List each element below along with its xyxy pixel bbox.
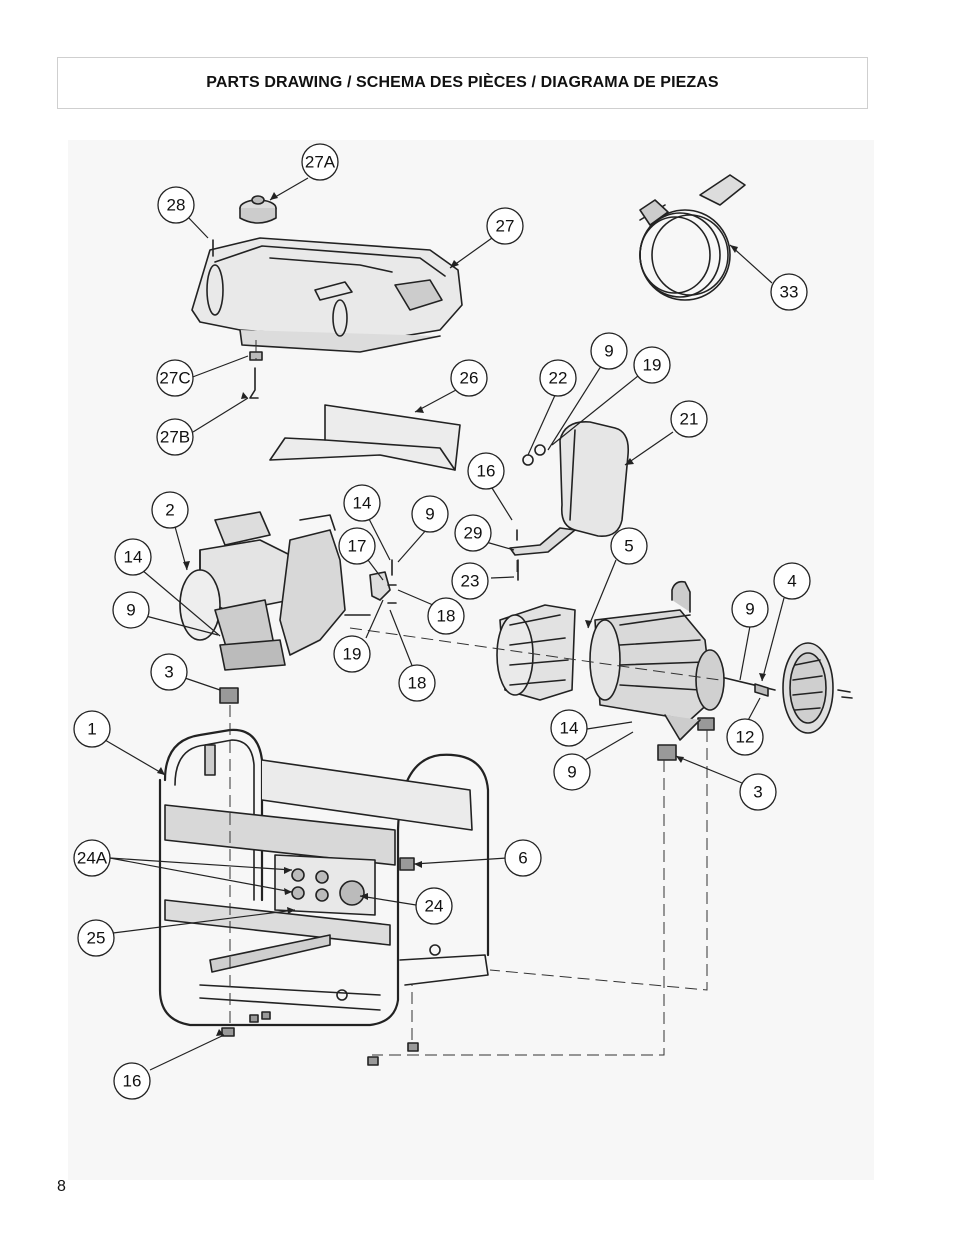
svg-text:24: 24 [425, 897, 444, 916]
svg-text:27C: 27C [159, 369, 190, 388]
svg-text:28: 28 [167, 196, 186, 215]
callout-6: 6 [504, 839, 542, 877]
svg-text:18: 18 [437, 607, 456, 626]
svg-text:19: 19 [643, 356, 662, 375]
callout-24A: 24A [73, 839, 111, 877]
callout-17: 17 [338, 527, 376, 565]
svg-text:16: 16 [123, 1072, 142, 1091]
svg-text:9: 9 [604, 342, 613, 361]
power-cord-part [639, 174, 746, 301]
rubber-mount-part [657, 744, 677, 761]
rubber-mount-part [697, 717, 715, 731]
svg-text:3: 3 [753, 783, 762, 802]
callout-1: 1 [73, 710, 111, 748]
svg-text:27A: 27A [305, 153, 336, 172]
svg-text:27B: 27B [160, 428, 190, 447]
svg-text:27: 27 [496, 217, 515, 236]
callout-27B: 27B [156, 418, 194, 456]
muffler-part [522, 421, 630, 537]
callout-27A: 27A [301, 143, 339, 181]
callout-27: 27 [486, 207, 524, 245]
svg-text:2: 2 [165, 501, 174, 520]
svg-text:18: 18 [408, 674, 427, 693]
muffler-bracket-part [509, 527, 576, 556]
callout-14: 14 [343, 484, 381, 522]
grommet-part [249, 351, 263, 361]
svg-text:21: 21 [680, 410, 699, 429]
fuel-tank-part [191, 237, 463, 353]
svg-text:16: 16 [477, 462, 496, 481]
callout-12: 12 [726, 718, 764, 756]
callout-24: 24 [415, 887, 453, 925]
svg-text:26: 26 [460, 369, 479, 388]
callout-9: 9 [112, 591, 150, 629]
svg-text:4: 4 [787, 572, 796, 591]
callout-21: 21 [670, 400, 708, 438]
callout-25: 25 [77, 919, 115, 957]
frame-part [158, 728, 490, 1027]
svg-text:9: 9 [126, 601, 135, 620]
callout-28: 28 [157, 186, 195, 224]
callout-22: 22 [539, 359, 577, 397]
callout-2: 2 [151, 491, 189, 529]
svg-text:3: 3 [164, 663, 173, 682]
svg-text:17: 17 [348, 537, 367, 556]
title-box: PARTS DRAWING / SCHEMA DES PIÈCES / DIAG… [57, 57, 868, 109]
callout-9: 9 [411, 495, 449, 533]
callout-27C: 27C [156, 359, 194, 397]
svg-text:12: 12 [736, 728, 755, 747]
callout-16: 16 [467, 452, 505, 490]
rubber-mount-part [219, 687, 239, 704]
heat-shield-part [269, 404, 461, 471]
fuel-valve-part [249, 367, 259, 399]
svg-text:25: 25 [87, 929, 106, 948]
svg-text:19: 19 [343, 645, 362, 664]
callout-9: 9 [567, 763, 576, 782]
callout-19: 19 [633, 346, 671, 384]
callout-9: 9 [590, 332, 628, 370]
callout-14: 14 [114, 538, 152, 576]
svg-text:14: 14 [124, 548, 143, 567]
svg-text:9: 9 [567, 763, 576, 782]
svg-text:14: 14 [560, 719, 579, 738]
svg-text:22: 22 [549, 369, 568, 388]
bracket-part [369, 571, 391, 601]
rear-cover-part [782, 642, 853, 734]
svg-text:29: 29 [464, 524, 483, 543]
callout-18: 18 [427, 597, 465, 635]
callout-9: 9 [731, 590, 769, 628]
svg-text:1: 1 [87, 720, 96, 739]
callout-labels: 27A 28 27 33 27C 27B 26 9 22 19 21 16 2 … [73, 143, 811, 1100]
callout-23: 23 [451, 562, 489, 600]
callout-3: 3 [739, 773, 777, 811]
callout-16: 16 [113, 1062, 151, 1100]
svg-text:9: 9 [425, 505, 434, 524]
page-title: PARTS DRAWING / SCHEMA DES PIÈCES / DIAG… [206, 74, 719, 91]
alternator-part [496, 580, 725, 741]
svg-text:5: 5 [624, 537, 633, 556]
callout-26: 26 [450, 359, 488, 397]
page-number: 8 [57, 1178, 66, 1195]
callout-14: 14 [550, 709, 588, 747]
callout-9: 9 [553, 753, 591, 791]
callout-29: 29 [454, 514, 492, 552]
svg-text:14: 14 [353, 494, 372, 513]
svg-text:9: 9 [745, 600, 754, 619]
callout-3: 3 [150, 653, 188, 691]
callout-4: 4 [773, 562, 811, 600]
callout-33: 33 [770, 273, 808, 311]
callout-19: 19 [333, 635, 371, 673]
svg-text:24A: 24A [77, 849, 108, 868]
svg-text:33: 33 [780, 283, 799, 302]
svg-text:6: 6 [518, 849, 527, 868]
fuel-cap-part [239, 195, 277, 224]
callout-14: 14 [560, 719, 579, 738]
engine-part [179, 511, 371, 671]
callout-18: 18 [398, 664, 436, 702]
svg-text:23: 23 [461, 572, 480, 591]
callout-5: 5 [610, 527, 648, 565]
